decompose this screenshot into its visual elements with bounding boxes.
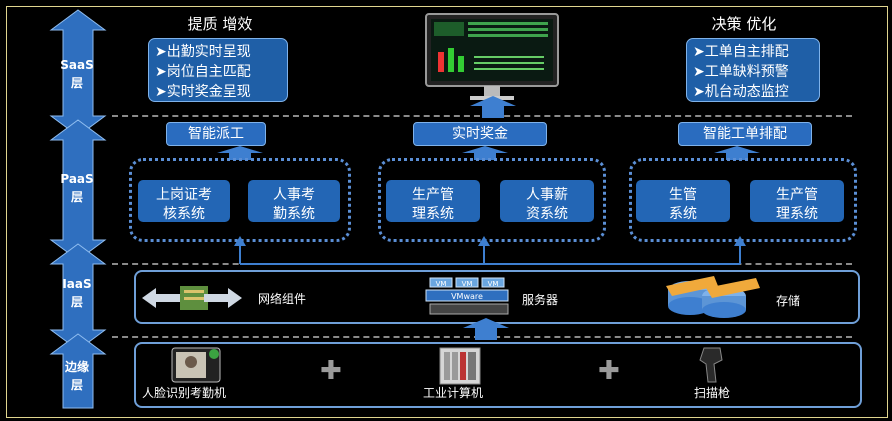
paas-layer-label: PaaS 层 [60, 172, 94, 204]
system-certification: 上岗证考 核系统 [138, 180, 230, 222]
system-hr-payroll: 人事薪 资系统 [500, 180, 594, 222]
face-recognition-label: 人脸识别考勤机 [142, 386, 227, 400]
saas-right-item: ➤机台动态监控 [693, 84, 789, 100]
saas-left-item: ➤实时奖金呈现 [155, 84, 251, 100]
vm-label: VM [462, 280, 473, 288]
paas-tag-realtime-bonus: 实时奖金 [413, 122, 547, 146]
saas-left-item: ➤岗位自主匹配 [155, 64, 251, 80]
barcode-scanner-label: 扫描枪 [694, 386, 731, 400]
saas-left-box: ➤出勤实时呈现 ➤岗位自主匹配 ➤实时奖金呈现 [148, 38, 288, 102]
up-arrow-1 [217, 146, 263, 160]
edge-layer-label: 边缘 层 [64, 360, 89, 392]
edge-frame [134, 342, 862, 408]
saas-right-item: ➤工单自主排配 [693, 44, 789, 60]
storage-icon [666, 276, 760, 318]
saas-layer-label: SaaS 层 [60, 58, 94, 90]
paas-connector-lines [234, 236, 746, 265]
server-label: 服务器 [522, 293, 559, 307]
plus-icon: ✚ [598, 356, 620, 386]
network-component-label: 网络组件 [258, 292, 307, 306]
up-arrow-monitor [470, 96, 516, 118]
vmware-label: VMware [451, 292, 483, 301]
saas-left-title: 提质 增效 [187, 15, 253, 33]
up-arrow-3 [714, 146, 760, 160]
saas-right-item: ➤工单缺料预警 [693, 64, 789, 80]
system-production-2: 生产管 理系统 [750, 180, 844, 222]
barcode-scanner-icon [699, 347, 723, 383]
layer-arrow-column [49, 9, 107, 409]
paas-group-2 [378, 158, 606, 242]
iaas-layer-label: IaaS 层 [62, 277, 92, 309]
face-recognition-terminal-icon [171, 347, 221, 383]
plus-icon: ✚ [320, 356, 342, 386]
vm-label: VM [488, 280, 499, 288]
up-arrow-edge [463, 318, 509, 340]
paas-tag-smart-dispatch: 智能派工 [166, 122, 266, 146]
system-production-1: 生产管 理系统 [386, 180, 480, 222]
paas-tag-smart-scheduling: 智能工单排配 [678, 122, 812, 146]
industrial-computer-label: 工业计算机 [423, 386, 484, 400]
vmware-server-icon: VM VM VM VMware [425, 277, 509, 315]
dashboard-monitor-icon [425, 13, 559, 100]
saas-right-box: ➤工单自主排配 ➤工单缺料预警 ➤机台动态监控 [686, 38, 820, 102]
storage-label: 存储 [776, 294, 801, 308]
paas-group-3 [629, 158, 857, 242]
outer-frame [6, 6, 888, 418]
saas-left-item: ➤出勤实时呈现 [155, 44, 251, 60]
saas-right-title: 决策 优化 [711, 15, 777, 33]
system-pm: 生管 系统 [636, 180, 730, 222]
vm-label: VM [436, 280, 447, 288]
up-arrow-2 [462, 146, 508, 160]
system-hr-attendance: 人事考 勤系统 [248, 180, 340, 222]
network-component-icon [142, 286, 242, 310]
industrial-computer-icon [439, 347, 481, 385]
